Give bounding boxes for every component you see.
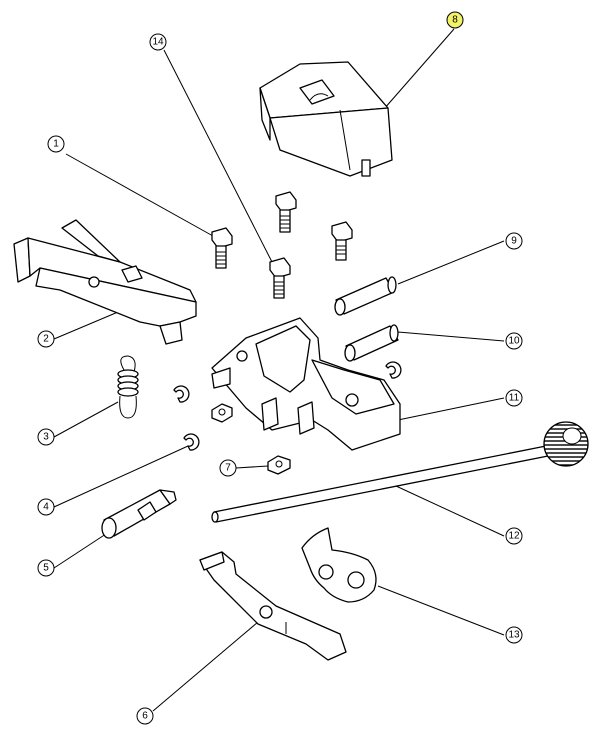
nuts bbox=[211, 403, 291, 475]
callout-11[interactable]: 11 bbox=[505, 389, 523, 407]
callout-label: 11 bbox=[509, 393, 520, 404]
callout-label: 10 bbox=[508, 336, 520, 347]
part-12-lever bbox=[211, 421, 589, 523]
bolt-14 bbox=[269, 257, 291, 299]
callout-circle bbox=[47, 135, 65, 153]
callout-label: 2 bbox=[43, 334, 49, 345]
callout-label: 9 bbox=[511, 236, 517, 247]
callout-label: 13 bbox=[508, 630, 520, 641]
callout-circle bbox=[505, 389, 523, 407]
leader-lines bbox=[53, 28, 505, 712]
callout-circle bbox=[219, 459, 237, 477]
callout-3[interactable]: 3 bbox=[37, 428, 55, 446]
callout-label: 12 bbox=[508, 531, 520, 542]
callout-label: 7 bbox=[225, 463, 231, 474]
callout-label: 14 bbox=[152, 37, 164, 48]
callout-circle bbox=[505, 232, 523, 250]
callout-label: 5 bbox=[43, 563, 49, 574]
callout-circle bbox=[446, 11, 464, 29]
callout-5[interactable]: 5 bbox=[37, 559, 55, 577]
callout-10[interactable]: 10 bbox=[505, 332, 523, 350]
callout-8[interactable]: 8 bbox=[446, 11, 464, 29]
callout-label: 8 bbox=[452, 15, 458, 26]
part-11-housing bbox=[211, 317, 401, 451]
retaining-rings bbox=[173, 361, 402, 451]
callout-2[interactable]: 2 bbox=[37, 330, 55, 348]
callout-9[interactable]: 9 bbox=[505, 232, 523, 250]
callout-circle bbox=[136, 707, 154, 725]
callout-circle bbox=[37, 330, 55, 348]
callout-circle bbox=[37, 428, 55, 446]
callout-circle bbox=[505, 527, 523, 545]
callout-circle bbox=[37, 559, 55, 577]
callout-circle bbox=[37, 498, 55, 516]
callout-circle bbox=[505, 332, 523, 350]
bolts bbox=[211, 191, 353, 299]
part-6-arm bbox=[199, 551, 347, 661]
callout-13[interactable]: 13 bbox=[505, 626, 523, 644]
part-8-cover bbox=[259, 61, 393, 177]
callout-12[interactable]: 12 bbox=[505, 527, 523, 545]
callout-6[interactable]: 6 bbox=[136, 707, 154, 725]
callout-label: 3 bbox=[43, 432, 49, 443]
callout-circle bbox=[149, 33, 167, 51]
callout-label: 6 bbox=[142, 711, 148, 722]
part-13-cam bbox=[301, 527, 377, 603]
part-9-pin bbox=[334, 276, 397, 316]
part-5-sleeve bbox=[101, 489, 177, 539]
callout-7[interactable]: 7 bbox=[219, 459, 237, 477]
part-2-bracket bbox=[13, 219, 197, 345]
part-10-pin bbox=[344, 324, 399, 362]
callout-4[interactable]: 4 bbox=[37, 498, 55, 516]
callout-1[interactable]: 1 bbox=[47, 135, 65, 153]
callout-label: 1 bbox=[53, 139, 59, 150]
part-3-spring bbox=[117, 355, 139, 419]
bolt-top bbox=[275, 191, 297, 233]
callout-label: 4 bbox=[43, 502, 49, 513]
callout-14[interactable]: 14 bbox=[149, 33, 167, 51]
bolt-right bbox=[331, 221, 353, 261]
bolt-1 bbox=[211, 227, 233, 269]
callout-circle bbox=[505, 626, 523, 644]
